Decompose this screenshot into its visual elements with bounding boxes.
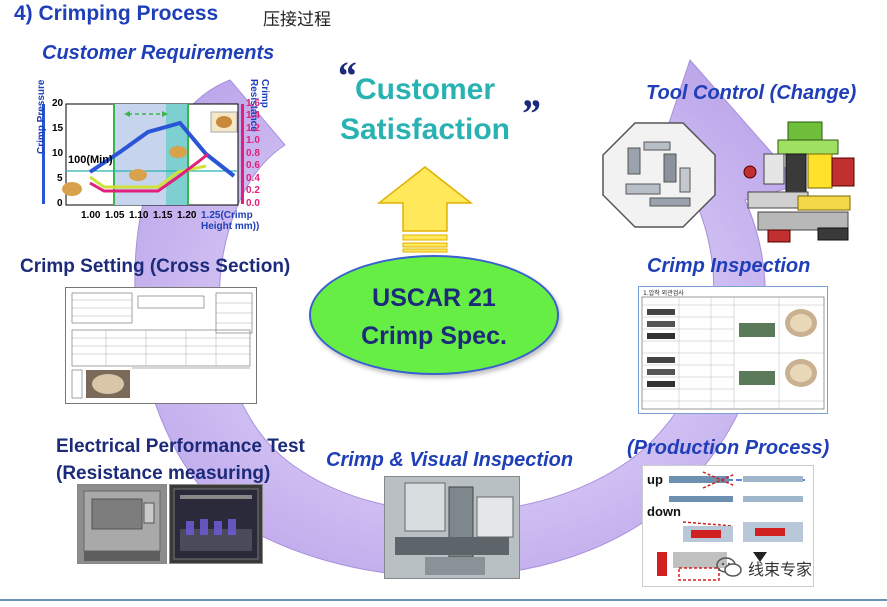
y-right-tick: 0.0 [246, 198, 260, 209]
y-left-tick: 10 [52, 148, 64, 159]
satisfaction-line-2: Satisfaction [339, 113, 511, 146]
x-axis-label: 1.25(Crimp Height mm)) [201, 210, 260, 232]
label-electrical-test-line-1: Electrical Performance Test [56, 436, 305, 457]
cross-section-sheet [71, 292, 253, 399]
production-process-image [657, 471, 808, 581]
watermark: 线束专家 [716, 554, 876, 580]
y-left-tick: 15 [52, 123, 64, 134]
y-right-tick: 0.2 [246, 185, 260, 196]
inspection-doc-header: 1.압착 외관검사 [643, 290, 684, 297]
bottom-divider [0, 599, 887, 601]
test-chamber-photo [77, 484, 167, 564]
page-title-chinese: 压接过程 [263, 10, 331, 30]
quote-close-mark: ” [520, 91, 540, 136]
y-left-tick: 0 [57, 198, 63, 209]
y-right-tick: 1.6 [246, 98, 260, 109]
y-right-tick: 1.2 [246, 123, 260, 134]
crimp-machine-photo [384, 476, 520, 579]
x-tick: 1.05 [105, 210, 125, 221]
up-arrow-icon [376, 166, 474, 253]
wechat-icon [716, 557, 742, 577]
chart-svg [42, 103, 244, 206]
y-right-tick: 1.0 [246, 135, 260, 146]
label-down: down [647, 504, 681, 519]
y-right-tick: 0.4 [246, 173, 260, 184]
crimp-inspection-document: 1.압착 외관검사 [638, 286, 828, 414]
satisfaction-line-1: Customer [354, 73, 496, 106]
cross-section-document [65, 287, 257, 404]
watermark-text: 线束专家 [748, 560, 813, 579]
test-chamber-image [83, 490, 161, 561]
x-tick: 1.15 [153, 210, 173, 221]
quote-open-mark: “ [336, 53, 356, 98]
crimp-height-chart: Crimp Pressure Crimp Resistance 20 15 10… [36, 74, 270, 232]
y-axis-left-label: Crimp Pressure [36, 79, 47, 154]
y-right-tick: 0.8 [246, 148, 260, 159]
label-electrical-test: Electrical Performance Test (Resistance … [56, 433, 305, 487]
label-crimp-setting: Crimp Setting (Cross Section) [20, 256, 291, 277]
tool-parts-octagon [602, 122, 716, 228]
x-tick: 1.10 [129, 210, 149, 221]
chart-annotation: 100(Min) [68, 154, 113, 166]
customer-satisfaction: Customer Satisfaction [330, 70, 520, 150]
crimp-machine-image [385, 477, 519, 578]
test-chamber-interior-image [173, 488, 259, 560]
label-up: up [647, 472, 663, 487]
y-left-tick: 5 [57, 173, 63, 184]
test-chamber-interior-photo [169, 484, 263, 564]
spec-line-1: USCAR 21 [372, 284, 496, 312]
inspection-sheet [641, 296, 825, 410]
x-tick: 1.00 [81, 210, 101, 221]
y-right-tick: 0.6 [246, 160, 260, 171]
label-crimp-visual-inspection: Crimp & Visual Inspection [326, 449, 574, 471]
label-crimp-inspection: Crimp Inspection [647, 255, 811, 277]
crimp-tool-machine [743, 121, 855, 243]
y-left-tick: 20 [52, 98, 64, 109]
label-electrical-test-line-2: (Resistance measuring) [56, 463, 271, 484]
x-tick: 1.20 [177, 210, 197, 221]
label-tool-control: Tool Control (Change) [646, 82, 857, 104]
uscar-spec-oval: USCAR 21 Crimp Spec. [309, 255, 559, 375]
page-title: 4) Crimping Process [14, 2, 219, 25]
y-right-tick: 1.4 [246, 110, 260, 121]
spec-line-2: Crimp Spec. [361, 322, 507, 350]
label-customer-requirements: Customer Requirements [42, 42, 275, 64]
label-production-process: (Production Process) [627, 437, 830, 459]
